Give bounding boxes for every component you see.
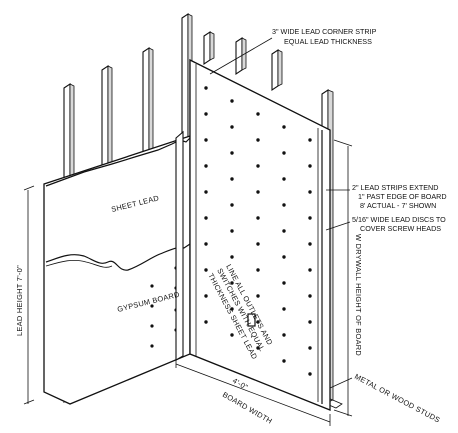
screw-disc [204, 294, 208, 298]
screw-disc [256, 190, 260, 194]
lead-strips-line-2: 1" PAST EDGE OF BOARD [358, 192, 447, 201]
screw-disc [256, 294, 260, 298]
screw-disc [282, 177, 286, 181]
screw-disc [308, 164, 312, 168]
screw-disc [256, 346, 260, 350]
screw-disc [204, 190, 208, 194]
screw-disc [256, 164, 260, 168]
stud-3 [142, 46, 154, 156]
screw-disc [230, 255, 234, 259]
callout-corner-strip: 3" WIDE LEAD CORNER STRIP EQUAL LEAD THI… [272, 27, 377, 46]
dimension-drywall-height [333, 139, 353, 417]
screw-disc [204, 138, 208, 142]
lead-height-label: LEAD HEIGHT 7'-0" [15, 265, 24, 336]
screw-disc [256, 268, 260, 272]
screw-disc [308, 372, 312, 376]
screw-disc [308, 216, 312, 220]
screw-disc [282, 307, 286, 311]
drywall-height-label: W DRYWALL HEIGHT OF BOARD [354, 234, 363, 356]
board-width-label: BOARD WIDTH [221, 390, 274, 426]
screw-disc [230, 203, 234, 207]
screw-disc [204, 164, 208, 168]
screw-disc [282, 203, 286, 207]
left-gypsum-board [43, 135, 191, 405]
screw-disc [204, 268, 208, 272]
screw-disc [282, 229, 286, 233]
screw-disc [204, 242, 208, 246]
lead-strips-line-1: 2" LEAD STRIPS EXTEND [352, 183, 438, 192]
screw-disc [308, 190, 312, 194]
dimension-lead-height [23, 185, 35, 405]
screw-disc [256, 216, 260, 220]
screw-disc [230, 307, 234, 311]
screw-disc [282, 151, 286, 155]
callout-lead-discs: 5/16" WIDE LEAD DISCS TO COVER SCREW HEA… [352, 215, 446, 233]
screw-disc [308, 268, 312, 272]
screw-disc [308, 320, 312, 324]
screw-disc [282, 281, 286, 285]
screw-disc [256, 112, 260, 116]
studs-label: METAL OR WOOD STUDS [353, 372, 442, 425]
screw-disc [230, 99, 234, 103]
corner-stud [175, 130, 184, 361]
screw-disc [256, 138, 260, 142]
screw-disc [308, 138, 312, 142]
screw-disc [204, 86, 208, 90]
screw-disc [308, 242, 312, 246]
lead-discs-line-1: 5/16" WIDE LEAD DISCS TO [352, 215, 446, 224]
screw-disc [282, 255, 286, 259]
lead-discs-line-2: COVER SCREW HEADS [360, 224, 441, 233]
stud-5 [203, 30, 215, 66]
screw-disc [230, 125, 234, 129]
screw-disc [230, 333, 234, 337]
callout-lead-strips: 2" LEAD STRIPS EXTEND 1" PAST EDGE OF BO… [352, 183, 447, 210]
screw-disc [230, 177, 234, 181]
outlet-box [247, 313, 256, 327]
screw-disc [204, 320, 208, 324]
screw-disc [256, 320, 260, 324]
screw-disc [282, 125, 286, 129]
screw-disc [308, 346, 312, 350]
screw-disc [230, 229, 234, 233]
right-gypsum-board [189, 58, 331, 411]
leader-lines [209, 37, 353, 389]
lead-strips-line-3: 8' ACTUAL - 7' SHOWN [360, 201, 436, 210]
screw-disc [230, 281, 234, 285]
corner-strip-line-2: EQUAL LEAD THICKNESS [284, 37, 372, 46]
stud-7 [271, 48, 283, 92]
screw-disc [204, 216, 208, 220]
board-width-dim-label: 4'-0" [231, 376, 250, 392]
screw-disc [282, 333, 286, 337]
screw-disc [204, 112, 208, 116]
screw-disc [256, 242, 260, 246]
dimension-board-width [175, 356, 331, 426]
screw-disc [308, 294, 312, 298]
screw-disc [230, 151, 234, 155]
screw-disc [282, 359, 286, 363]
right-board-screws [204, 86, 312, 376]
corner-strip-line-1: 3" WIDE LEAD CORNER STRIP [272, 27, 377, 36]
